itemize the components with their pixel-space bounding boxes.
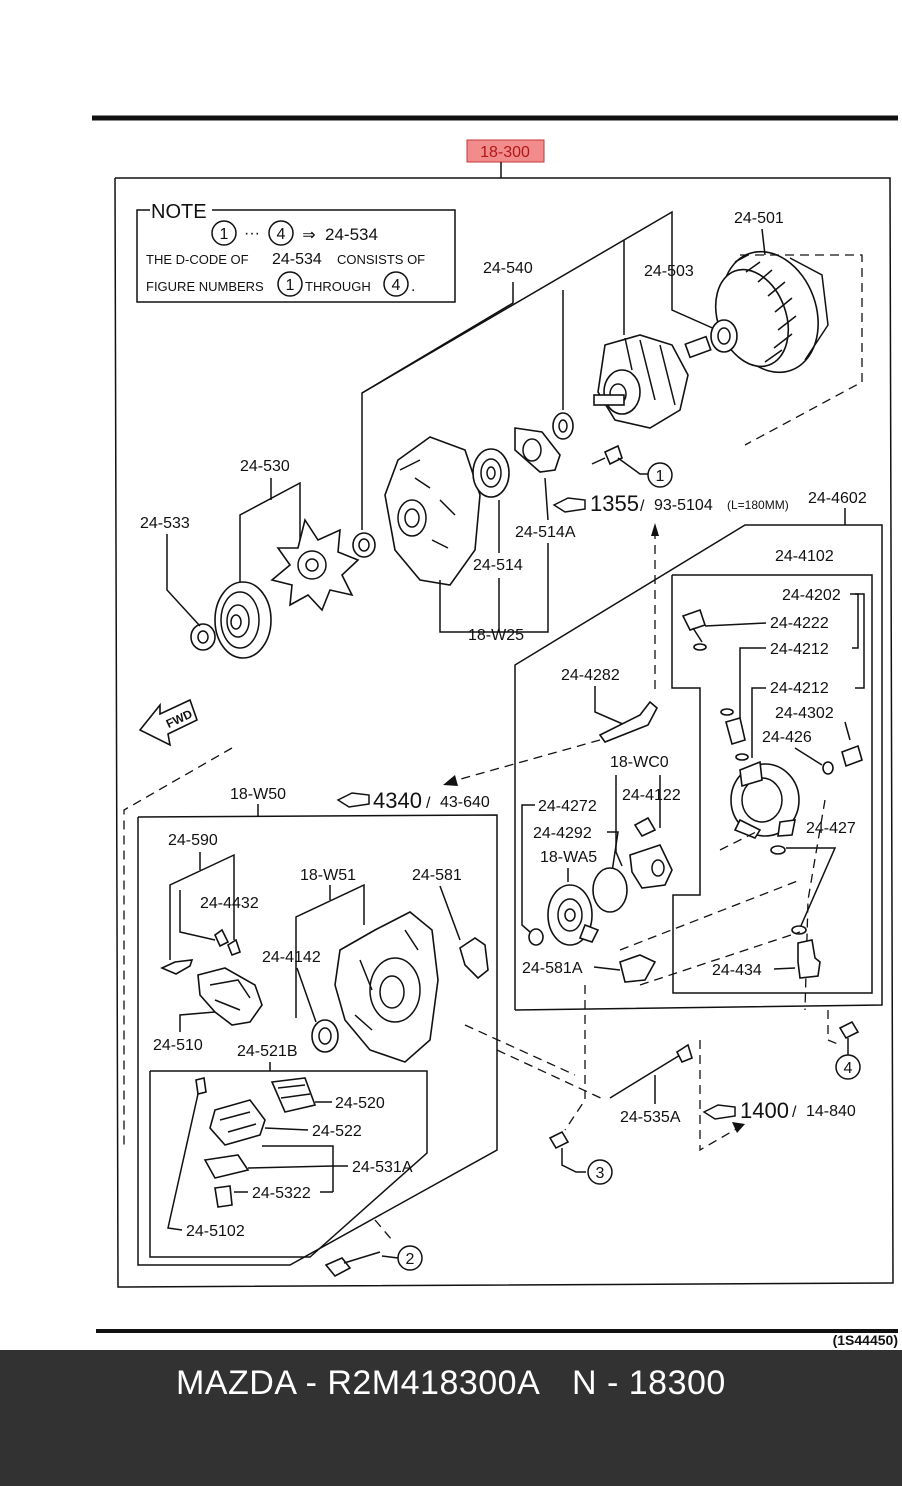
- callout-3: [587, 1159, 613, 1185]
- fwd-arrow: FWD: [138, 698, 198, 747]
- svg-text:14-840: 14-840: [806, 1103, 856, 1120]
- label-18-WA5: 18-WA5: [540, 849, 597, 866]
- front-housing-part: [384, 436, 481, 586]
- svg-text:/: /: [792, 1104, 797, 1121]
- svg-text:1400: 1400: [740, 1098, 789, 1123]
- footer-brand: MAZDA - R2M418300A: [176, 1364, 541, 1402]
- rear-plate-part: [547, 884, 600, 946]
- svg-text:THE D-CODE OF: THE D-CODE OF: [146, 252, 249, 267]
- label-24-4212b: 24-4212: [770, 680, 829, 697]
- svg-text:4: 4: [844, 1060, 853, 1077]
- rear-bracket-part: [730, 760, 800, 839]
- label-24-530: 24-530: [240, 458, 290, 475]
- parts-diagram: 18-300 NOTE 1 ··· 4 ⇒ 24-534 THE D-CODE …: [92, 115, 898, 1348]
- pulley-part: [214, 581, 272, 659]
- label-24-501: 24-501: [734, 210, 784, 227]
- drawing-code: (1S44450): [833, 1332, 898, 1348]
- callout-2: [397, 1245, 423, 1271]
- label-24-4222: 24-4222: [770, 615, 829, 632]
- svg-text:24-534: 24-534: [325, 225, 378, 244]
- note-title: NOTE: [151, 201, 207, 223]
- label-24-521B: 24-521B: [237, 1043, 298, 1060]
- label-18-WC0: 18-WC0: [610, 754, 669, 771]
- label-24-522: 24-522: [312, 1123, 362, 1140]
- assembly-box-18-W50: [137, 814, 498, 1266]
- label-24-533: 24-533: [140, 515, 190, 532]
- label-24-581A: 24-581A: [522, 960, 583, 977]
- label-24-514: 24-514: [473, 557, 523, 574]
- subassembly-box-4102: [671, 574, 873, 994]
- svg-text:4340: 4340: [373, 788, 422, 813]
- label-24-5102: 24-5102: [186, 1223, 245, 1240]
- ref-code-badge[interactable]: [466, 139, 545, 163]
- svg-text:(L=180MM): (L=180MM): [727, 498, 789, 512]
- label-24-4602: 24-4602: [808, 490, 867, 507]
- label-24-514A: 24-514A: [515, 524, 576, 541]
- label-24-4142: 24-4142: [262, 949, 321, 966]
- label-24-581: 24-581: [412, 867, 462, 884]
- svg-text:/: /: [640, 498, 645, 515]
- label-24-427: 24-427: [806, 820, 856, 837]
- label-24-520: 24-520: [335, 1095, 385, 1112]
- fan-part: [270, 518, 360, 612]
- svg-text:24-534: 24-534: [272, 251, 322, 268]
- label-18-W50: 18-W50: [230, 786, 286, 803]
- label-24-531A: 24-531A: [352, 1159, 413, 1176]
- svg-text:1: 1: [286, 277, 295, 294]
- svg-text:THROUGH: THROUGH: [305, 279, 371, 294]
- label-24-5322: 24-5322: [252, 1185, 311, 1202]
- label-24-510: 24-510: [153, 1037, 203, 1054]
- label-18-W25: 18-W25: [468, 627, 524, 644]
- ref-code-text: 18-300: [480, 144, 530, 161]
- label-24-4292: 24-4292: [533, 825, 592, 842]
- label-24-535A: 24-535A: [620, 1109, 681, 1126]
- svg-text:93-5104: 93-5104: [654, 497, 713, 514]
- svg-text:1355: 1355: [590, 491, 639, 516]
- label-24-4302: 24-4302: [775, 705, 834, 722]
- callout-1: [647, 462, 673, 488]
- svg-text:FIGURE NUMBERS: FIGURE NUMBERS: [146, 279, 264, 294]
- label-24-4122: 24-4122: [622, 787, 681, 804]
- footer-code: N - 18300: [572, 1364, 726, 1402]
- svg-text:1: 1: [656, 468, 665, 485]
- svg-text:CONSISTS OF: CONSISTS OF: [337, 252, 425, 267]
- label-18-W51: 18-W51: [300, 867, 356, 884]
- svg-text:4: 4: [277, 226, 286, 243]
- svg-text:1: 1: [220, 226, 229, 243]
- ref-4340: 4340 / 43-640: [336, 788, 490, 813]
- label-24-4432: 24-4432: [200, 895, 259, 912]
- svg-text:···: ···: [244, 225, 260, 242]
- ref-1400: 1400 / 14-840: [702, 1098, 856, 1123]
- label-24-4272: 24-4272: [538, 798, 597, 815]
- callout-4: [835, 1054, 861, 1080]
- assembly-box-24-521B: [149, 1070, 428, 1258]
- rear-housing-part: [334, 911, 439, 1063]
- note-box: NOTE 1 ··· 4 ⇒ 24-534 THE D-CODE OF 24-5…: [136, 201, 456, 303]
- rotor-part: [593, 334, 712, 429]
- svg-text:.: .: [411, 278, 415, 295]
- label-24-4212a: 24-4212: [770, 641, 829, 658]
- label-24-540: 24-540: [483, 260, 533, 277]
- footer-bar: MAZDA - R2M418300A N - 18300: [0, 1350, 902, 1486]
- label-24-434: 24-434: [712, 962, 762, 979]
- label-24-590: 24-590: [168, 832, 218, 849]
- label-24-4102: 24-4102: [775, 548, 834, 565]
- label-24-426: 24-426: [762, 729, 812, 746]
- stator-part: [714, 250, 829, 374]
- svg-text:43-640: 43-640: [440, 794, 490, 811]
- subassembly-box-4602: [514, 524, 883, 1011]
- svg-text:2: 2: [406, 1251, 415, 1268]
- svg-text:3: 3: [596, 1165, 605, 1182]
- label-24-503: 24-503: [644, 263, 694, 280]
- svg-text:⇒: ⇒: [302, 227, 315, 244]
- svg-text:4: 4: [392, 277, 401, 294]
- svg-text:/: /: [426, 795, 431, 812]
- ref-1355: 1355 / 93-5104 (L=180MM): [552, 491, 789, 516]
- main-frame: [114, 177, 894, 1288]
- label-24-4282: 24-4282: [561, 667, 620, 684]
- label-24-4202: 24-4202: [782, 587, 841, 604]
